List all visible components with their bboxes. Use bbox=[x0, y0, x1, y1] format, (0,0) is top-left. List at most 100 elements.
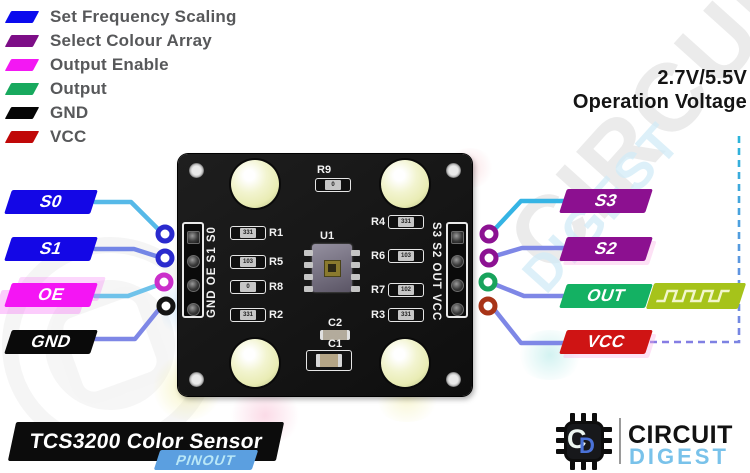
chip-pin bbox=[351, 250, 360, 256]
resistor: 0 bbox=[315, 178, 351, 192]
chip-pin bbox=[304, 286, 313, 292]
legend-item: Select Colour Array bbox=[4, 29, 237, 53]
capacitor-c2 bbox=[320, 330, 350, 340]
pin-label-s2: S2 bbox=[559, 237, 653, 261]
header-pin bbox=[187, 279, 200, 292]
brand-name-top: CIRCUIT bbox=[628, 421, 733, 449]
legend-item: Output bbox=[4, 77, 237, 101]
tcs3200-sensor-chip bbox=[312, 244, 352, 292]
wire-s1 bbox=[92, 246, 162, 260]
capacitor-ref: C2 bbox=[328, 317, 343, 329]
circuitdigest-chip-icon: C D bbox=[556, 413, 612, 470]
legend-swatch-blue bbox=[4, 11, 40, 23]
terminal-out bbox=[478, 272, 498, 292]
chip-pin bbox=[351, 286, 360, 292]
resistor: 331 bbox=[388, 308, 424, 322]
pin-label-s3: S3 bbox=[559, 189, 653, 213]
resistor-ref: R9 bbox=[317, 164, 332, 176]
resistor: 103 bbox=[388, 249, 424, 263]
pin-label-out: OUT bbox=[559, 284, 653, 308]
legend-label: Select Colour Array bbox=[50, 31, 212, 50]
left-header-silkscreen: GND OE S1 S0 bbox=[206, 226, 218, 318]
terminal-gnd bbox=[156, 296, 176, 316]
capacitor-c1 bbox=[306, 350, 352, 371]
white-led bbox=[231, 160, 279, 208]
resistor: 0 bbox=[230, 280, 266, 294]
legend-item: Output Enable bbox=[4, 53, 237, 77]
legend-swatch-red bbox=[4, 131, 40, 143]
legend-item: Set Frequency Scaling bbox=[4, 5, 237, 29]
right-header-silkscreen: S3 S2 OUT VCC bbox=[430, 222, 442, 322]
voltage-value: 2.7V/5.5V bbox=[657, 67, 747, 89]
sensor-die bbox=[324, 260, 341, 277]
legend-label: GND bbox=[50, 103, 89, 122]
legend-swatch-black bbox=[4, 107, 40, 119]
header-pin bbox=[187, 255, 200, 268]
terminal-s1 bbox=[155, 248, 175, 268]
pinout-badge: PINOUT bbox=[153, 450, 259, 470]
operation-voltage-note: 2.7V/5.5V Operation Voltage bbox=[573, 66, 747, 115]
header-pin bbox=[451, 279, 464, 292]
resistor: 103 bbox=[230, 255, 266, 269]
monogram-d: D bbox=[579, 433, 595, 458]
terminal-oe bbox=[154, 272, 174, 292]
logo-separator bbox=[619, 418, 621, 464]
legend-swatch-purple bbox=[4, 35, 40, 47]
resistor-ref: R4 bbox=[371, 216, 386, 228]
square-wave-icon bbox=[645, 283, 747, 309]
white-led bbox=[381, 160, 429, 208]
capacitor-ref: C1 bbox=[328, 338, 343, 350]
header-pin bbox=[451, 231, 464, 244]
legend-item: GND bbox=[4, 101, 237, 125]
white-led bbox=[231, 339, 279, 387]
legend-label: Set Frequency Scaling bbox=[50, 7, 237, 26]
pin-label-s0: S0 bbox=[4, 190, 98, 214]
brand-name-bottom: DIGEST bbox=[629, 444, 729, 469]
pin-label-vcc: VCC bbox=[559, 330, 653, 354]
pin-label-s1: S1 bbox=[4, 237, 98, 261]
tcs3200-board: GND OE S1 S0 S3 S2 OUT VCC R9 0 331 R1 1… bbox=[178, 154, 472, 396]
chip-pin bbox=[351, 274, 360, 280]
voltage-caption: Operation Voltage bbox=[572, 91, 747, 114]
resistor-ref: R6 bbox=[371, 250, 386, 262]
mounting-hole bbox=[189, 163, 204, 178]
right-pin-header bbox=[446, 222, 468, 318]
left-pin-header bbox=[182, 222, 204, 318]
resistor-ref: R8 bbox=[269, 281, 284, 293]
header-pin bbox=[187, 303, 200, 316]
resistor: 331 bbox=[230, 226, 266, 240]
pin-label-oe: OE bbox=[4, 283, 98, 307]
legend: Set Frequency Scaling Select Colour Arra… bbox=[4, 5, 237, 149]
legend-item: VCC bbox=[4, 125, 237, 149]
resistor-ref: R2 bbox=[269, 309, 284, 321]
legend-swatch-green bbox=[4, 83, 40, 95]
resistor: 331 bbox=[388, 215, 424, 229]
monogram-c: C bbox=[567, 424, 587, 454]
terminal-s2 bbox=[479, 248, 499, 268]
wire-s3 bbox=[492, 198, 570, 232]
resistor-ref: R3 bbox=[371, 309, 386, 321]
chip-pin bbox=[351, 262, 360, 268]
sensor-chip-ref: U1 bbox=[320, 230, 335, 242]
chip-pin bbox=[304, 250, 313, 256]
mounting-hole bbox=[446, 372, 461, 387]
legend-label: Output Enable bbox=[50, 55, 169, 74]
wire-s0 bbox=[92, 199, 162, 233]
header-pin bbox=[451, 303, 464, 316]
legend-swatch-magenta bbox=[4, 59, 40, 71]
wire-out bbox=[491, 281, 568, 299]
wire-s2 bbox=[492, 245, 570, 259]
pin-label-gnd: GND bbox=[4, 330, 98, 354]
white-led bbox=[381, 339, 429, 387]
wire-oe bbox=[92, 282, 161, 299]
wire-gnd bbox=[92, 305, 163, 342]
terminal-vcc bbox=[478, 296, 498, 316]
terminal-s0 bbox=[155, 224, 175, 244]
resistor-ref: R7 bbox=[371, 284, 386, 296]
resistor-ref: R5 bbox=[269, 256, 284, 268]
mounting-hole bbox=[446, 163, 461, 178]
resistor: 331 bbox=[230, 308, 266, 322]
terminal-s3 bbox=[479, 224, 499, 244]
voltage-dashed-line bbox=[650, 131, 741, 344]
